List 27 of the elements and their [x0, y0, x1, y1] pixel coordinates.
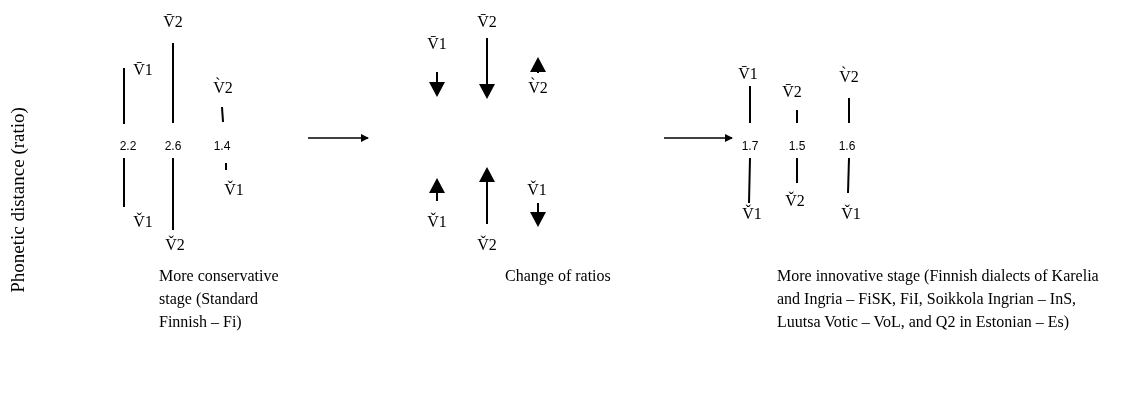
- distance-value: 1.7: [741, 140, 759, 152]
- vowel-label: V̌1: [527, 182, 547, 198]
- vowel-label: V̄2: [782, 84, 802, 100]
- vowel-label: V̄2: [477, 14, 497, 30]
- vowel-label: V̌1: [224, 182, 244, 198]
- distance-value: 2.6: [164, 140, 182, 152]
- arrow: [307, 134, 369, 142]
- distance-value: 1.6: [838, 140, 856, 152]
- stage-caption: More conservative stage (Standard Finnish – Fi): [159, 266, 280, 332]
- vowel-label: V̄1: [133, 62, 153, 78]
- distance-value: 1.4: [213, 140, 231, 152]
- vowel-label: V̌1: [133, 214, 153, 230]
- vowel-label: V̌2: [785, 193, 805, 209]
- axis-title: Phonetic distance (ratio): [7, 107, 29, 293]
- vowel-label: V̄2: [163, 14, 183, 30]
- stage-caption: More innovative stage (Finnish dialects of Karelia and Ingria – FiSK, FiI, Soikkola Ingrian – InS, Luutsa Votic – VoL, and Q2 in Estonian – Es): [777, 266, 1100, 333]
- vowel-label: V̌1: [427, 214, 447, 230]
- vowel-label: V̌2: [165, 237, 185, 253]
- vowel-label: V̌1: [742, 206, 762, 222]
- distance-value: 2.2: [119, 140, 137, 152]
- arrow: [663, 134, 733, 142]
- vowel-label: V̌1: [841, 206, 861, 222]
- distance-value: 1.5: [788, 140, 806, 152]
- stage-caption: Change of ratios: [505, 266, 612, 287]
- vowel-label: V̄1: [738, 66, 758, 82]
- vowel-label: V̄1: [427, 36, 447, 52]
- vowel-label: V̌2: [477, 237, 497, 253]
